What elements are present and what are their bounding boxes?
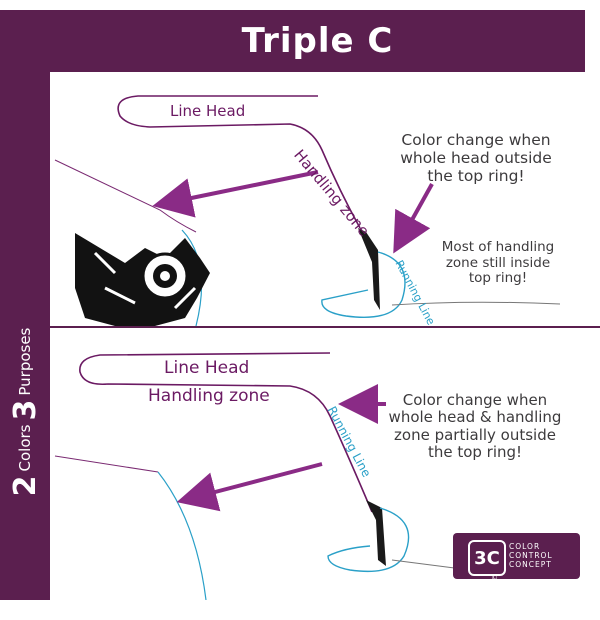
diagram-drawing: [54, 95, 561, 600]
top-line-head-loop: [117, 95, 361, 229]
title-band: [50, 10, 585, 72]
top-rod-guides: [358, 228, 380, 310]
bottom-blue-tip: [157, 471, 207, 600]
top-note2-line-2: zone still inside: [445, 254, 551, 271]
top-running-line: [391, 301, 561, 306]
logo-line-1: COLOR: [509, 542, 541, 551]
bottom-note-line-1: Color change when: [402, 391, 548, 409]
bottom-rod-line: [54, 455, 159, 473]
top-reel: [75, 233, 210, 326]
top-arrow-down: [393, 183, 434, 254]
top-note2-line-1: Most of handling: [441, 239, 555, 255]
bottom-rod-guides: [366, 500, 386, 566]
panel-divider: [50, 326, 600, 328]
top-arrow-left: [152, 170, 319, 218]
page-title: Triple C: [241, 21, 394, 61]
logo-line-3: CONCEPT: [509, 560, 552, 569]
top-note-line-2: whole head outside: [400, 148, 552, 167]
side-band: [0, 10, 50, 600]
top-rod-line: [54, 159, 197, 233]
logo-text: COLOR CONTROL CONCEPT: [509, 542, 553, 569]
top-note2-line-3: top ring!: [468, 270, 528, 287]
copyright-mark: ©: [491, 574, 498, 582]
top-note-line-1: Color change when: [401, 131, 551, 149]
bottom-handling-zone-label: Handling zone: [148, 386, 270, 406]
bottom-line-head-label: Line Head: [164, 358, 250, 378]
top-note-handling-inside: Most of handling zone still inside top r…: [428, 239, 568, 287]
bottom-note-line-2: whole head & handling: [388, 408, 562, 427]
logo-line-2: CONTROL: [509, 551, 553, 560]
top-running-line-loop: [321, 251, 406, 318]
logo-mark: 3C: [468, 540, 506, 576]
bottom-note-color-change: Color change when whole head & handling …: [380, 391, 570, 461]
top-note-color-change: Color change when whole head outside the…: [386, 131, 566, 185]
bottom-arrow-left: [176, 462, 323, 512]
bottom-note-line-4: the top ring!: [427, 442, 523, 461]
bottom-running-line-loop: [327, 507, 410, 573]
bottom-note-line-3: zone partially outside: [394, 425, 556, 444]
top-note-line-3: the top ring!: [427, 166, 525, 185]
bottom-line-head-loop: [79, 352, 373, 513]
top-line-head-label: Line Head: [170, 102, 246, 120]
